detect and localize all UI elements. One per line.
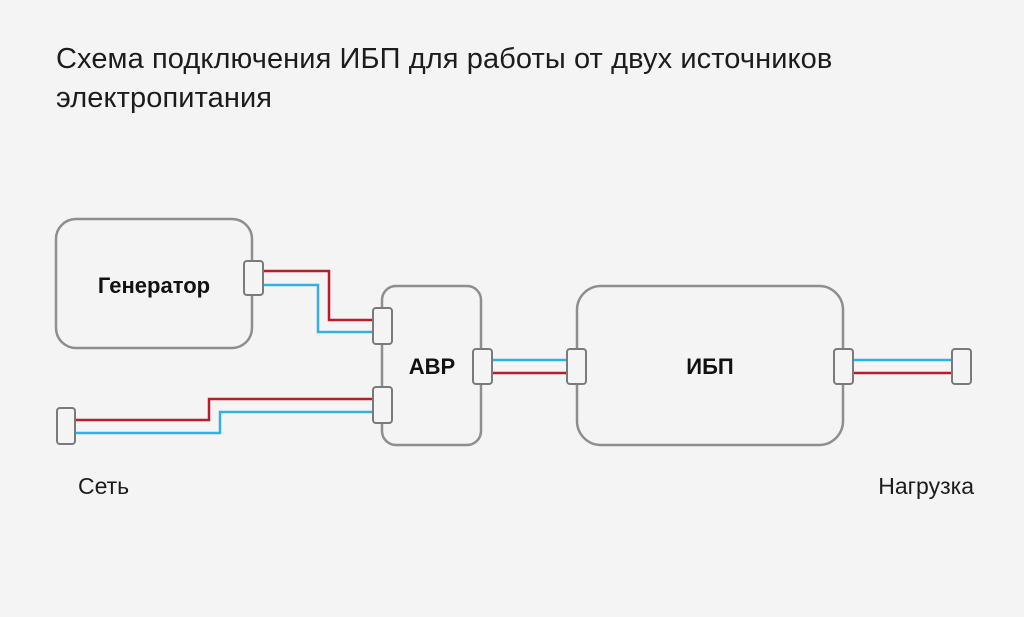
generator-label: Генератор [98,273,210,298]
wire-grid-avr-red [75,397,373,422]
avr-label: АВР [409,354,455,379]
wire-grid-avr-blue [75,410,373,435]
wires-avr-ups [492,358,567,375]
load-label: Нагрузка [878,473,974,499]
generator-block: Генератор [54,217,264,350]
ups-label: ИБП [686,354,733,379]
avr-input-grid-connector [372,386,393,424]
wires-generator-avr [263,269,373,334]
diagram-title: Схема подключения ИБП для работы от двух… [56,40,956,118]
wire-generator-avr-red [263,269,373,322]
ups-block: ИБП [566,284,854,447]
title-line-1: Схема подключения ИБП для работы от двух… [56,43,833,75]
grid-source: Сеть [56,407,129,499]
load-sink: Нагрузка [878,348,974,499]
load-connector [951,348,972,385]
avr-output-connector [472,348,493,385]
wires-grid-avr [75,397,373,435]
generator-output-connector [243,260,264,296]
grid-label: Сеть [78,473,129,499]
ups-input-connector [566,348,587,385]
title-line-2: электропитания [56,82,273,114]
ups-output-connector [833,348,854,385]
avr-block: АВР [372,284,493,447]
wires-ups-load [853,358,952,375]
avr-input-generator-connector [372,307,393,345]
wire-generator-avr-blue [263,283,373,334]
grid-connector [56,407,76,445]
